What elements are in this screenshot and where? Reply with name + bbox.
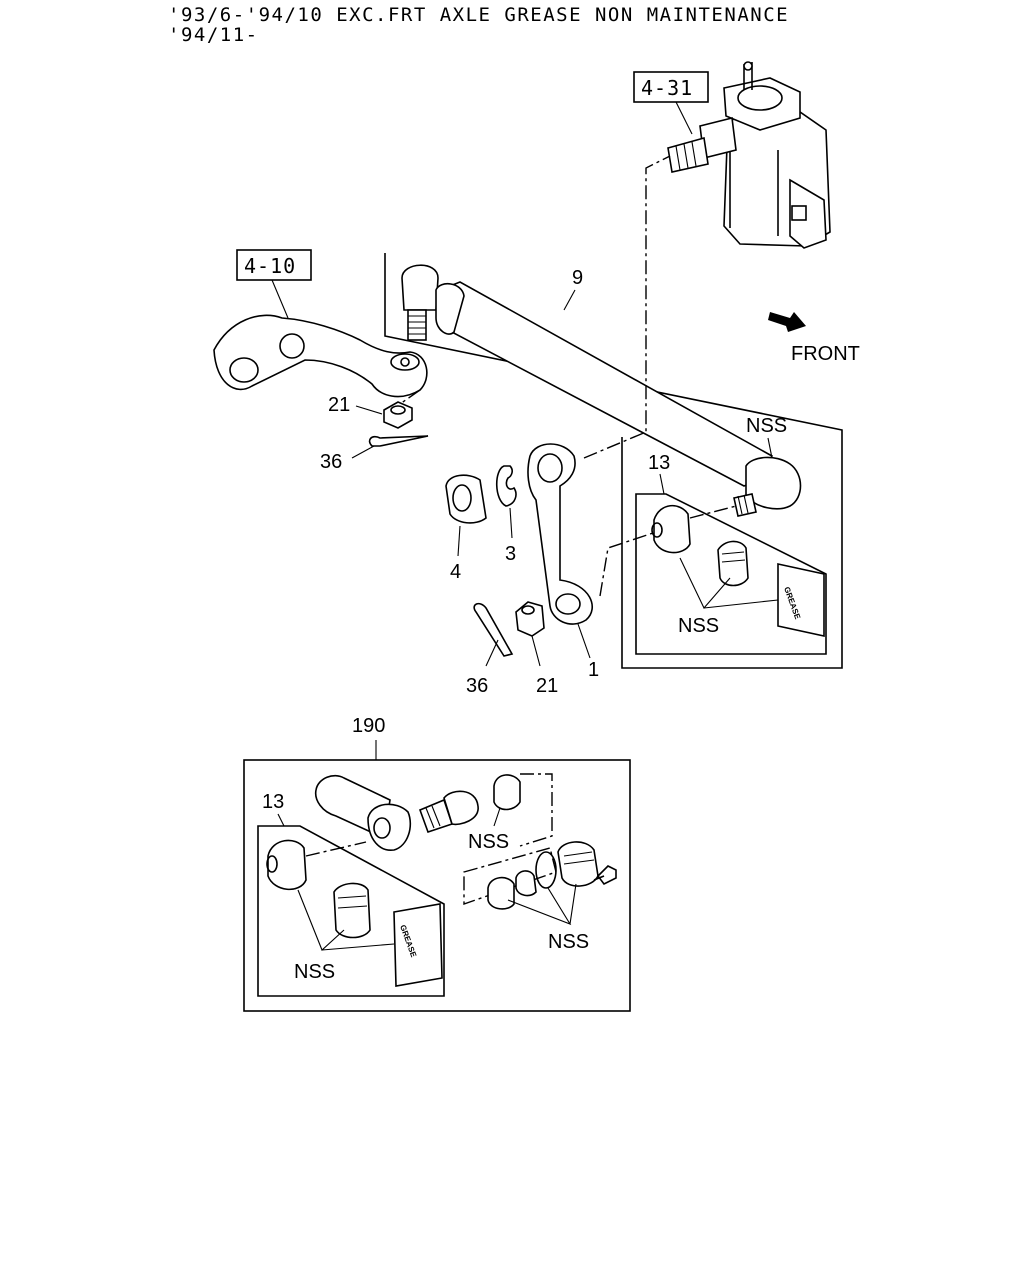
callout-washer-4: 4 [450, 561, 461, 583]
callout-nut-21-bottom: 21 [536, 675, 558, 697]
seal-parts-group [463, 841, 617, 910]
rod-end-assembly [314, 774, 479, 851]
assembly-190-frame [243, 759, 631, 1012]
leader-21-top [355, 405, 383, 415]
callout-nss-parts: NSS [548, 931, 589, 953]
front-label: FRONT [791, 343, 860, 365]
centerline-gear-to-idler [583, 155, 671, 459]
leader-4-10 [271, 279, 289, 319]
callout-kit-13-bottom: 13 [262, 791, 284, 813]
ball-joint-stud [401, 264, 439, 341]
leader-nss-kit-bottom [297, 889, 395, 951]
centerline-idler-to-kit [599, 531, 657, 597]
boot-kit-top: GREASE [635, 493, 827, 655]
leader-4 [457, 525, 461, 557]
centerline-boot-kit [305, 841, 367, 857]
callout-cotter-36-top: 36 [320, 451, 342, 473]
ref-box-steering-gear [633, 71, 709, 103]
boot-kit-bottom: GREASE [257, 825, 445, 997]
leader-4-31 [675, 101, 693, 135]
callout-nss-kit-top: NSS [678, 615, 719, 637]
leader-3 [509, 507, 513, 539]
leader-21-bottom [531, 635, 541, 667]
pitman-arm [213, 314, 428, 398]
leader-36-top [351, 445, 375, 459]
cotter-pin-36-upper [368, 435, 429, 447]
leader-nss-kit-top [679, 557, 779, 609]
callout-relay-rod: 9 [572, 267, 583, 289]
leader-nss-rod-end [767, 437, 773, 459]
centerline-cap [519, 773, 553, 847]
washer-4 [445, 474, 487, 524]
steering-gear-box [667, 61, 831, 249]
leader-36-bottom [485, 639, 499, 667]
ref-box-pitman-arm [236, 249, 312, 281]
leader-1 [577, 623, 591, 659]
ref-steering-gear: 4-31 [641, 76, 693, 100]
front-arrow-icon [768, 312, 806, 332]
callout-nut-21-top: 21 [328, 394, 350, 416]
nut-21-lower [515, 601, 545, 637]
header-date-line: '94/11- [168, 24, 259, 46]
leader-13-top [659, 473, 665, 495]
cotter-pin-36-lower [473, 602, 514, 657]
leader-13-bottom [277, 813, 285, 827]
callout-nss-boot: NSS [468, 831, 509, 853]
relay-rod [384, 253, 843, 669]
callout-nss-kit-bottom: NSS [294, 961, 335, 983]
header-model-line: '93/6-'94/10 EXC.FRT AXLE GREASE NON MAI… [168, 4, 790, 26]
centerline-kit-to-rod [689, 505, 737, 519]
callout-ring-3: 3 [505, 543, 516, 565]
snap-ring-3 [495, 465, 517, 507]
callout-cotter-36-bottom: 36 [466, 675, 488, 697]
centerline-stud-to-nut [399, 389, 421, 405]
ref-pitman-arm: 4-10 [244, 254, 296, 278]
leader-nss-parts [507, 883, 577, 926]
callout-nss-rod-end: NSS [746, 415, 787, 437]
leader-nss-boot [493, 807, 501, 827]
idler-arm [527, 443, 593, 625]
leader-9 [563, 289, 576, 311]
dust-cap-upper [493, 774, 521, 811]
callout-idler-arm-1: 1 [588, 659, 599, 681]
callout-assembly-190: 190 [352, 715, 385, 737]
callout-kit-13-top: 13 [648, 452, 670, 474]
nut-21-upper [383, 401, 413, 429]
